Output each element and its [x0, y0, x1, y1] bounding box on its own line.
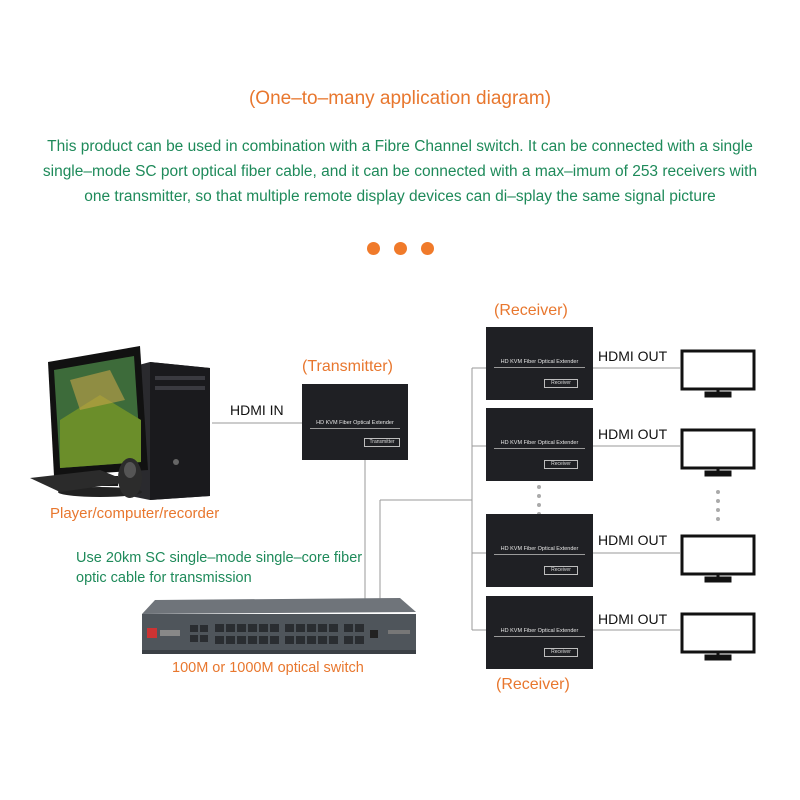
hdmi-in-label: HDMI IN [230, 402, 284, 418]
hdmi-out-label: HDMI OUT [598, 611, 668, 627]
device-name: HD KVM Fiber Optical Extender [494, 440, 585, 449]
receiver-device: HD KVM Fiber Optical Extender Receiver [486, 514, 593, 587]
monitor-icon [680, 534, 756, 583]
computer-icon [30, 346, 210, 500]
device-name: HD KVM Fiber Optical Extender [310, 420, 400, 429]
optical-switch-icon [142, 598, 416, 654]
device-name: HD KVM Fiber Optical Extender [494, 628, 585, 637]
diagram-description: This product can be used in combination … [42, 138, 758, 205]
monitor-icon [680, 428, 756, 477]
receiver-label-top: (Receiver) [494, 302, 568, 319]
rx-badge: Receiver [544, 460, 578, 469]
device-name: HD KVM Fiber Optical Extender [494, 359, 585, 368]
diagram-title: (One–to–many application diagram) [248, 88, 552, 109]
monitor-icon [680, 612, 756, 661]
transmitter-label: (Transmitter) [302, 358, 393, 375]
hdmi-out-label: HDMI OUT [598, 426, 668, 442]
receiver-device: HD KVM Fiber Optical Extender Receiver [486, 327, 593, 400]
rx-badge: Receiver [544, 566, 578, 575]
ellipsis-receivers [537, 485, 541, 516]
rx-badge: Receiver [544, 648, 578, 657]
ellipsis-monitors [716, 490, 720, 521]
hdmi-out-label: HDMI OUT [598, 348, 668, 364]
receiver-device: HD KVM Fiber Optical Extender Receiver [486, 596, 593, 669]
fiber-note: Use 20km SC single–mode single–core fibe… [76, 550, 363, 586]
switch-label: 100M or 1000M optical switch [172, 660, 364, 676]
decorative-dots [367, 242, 437, 256]
rx-badge: Receiver [544, 379, 578, 388]
device-name: HD KVM Fiber Optical Extender [494, 546, 585, 555]
tx-badge: Transmitter [364, 438, 400, 447]
player-label: Player/computer/recorder [50, 505, 220, 522]
transmitter-device: HD KVM Fiber Optical Extender Transmitte… [302, 384, 408, 460]
hdmi-out-label: HDMI OUT [598, 532, 668, 548]
receiver-label-bottom: (Receiver) [496, 676, 570, 693]
monitor-icon [680, 349, 756, 398]
receiver-device: HD KVM Fiber Optical Extender Receiver [486, 408, 593, 481]
